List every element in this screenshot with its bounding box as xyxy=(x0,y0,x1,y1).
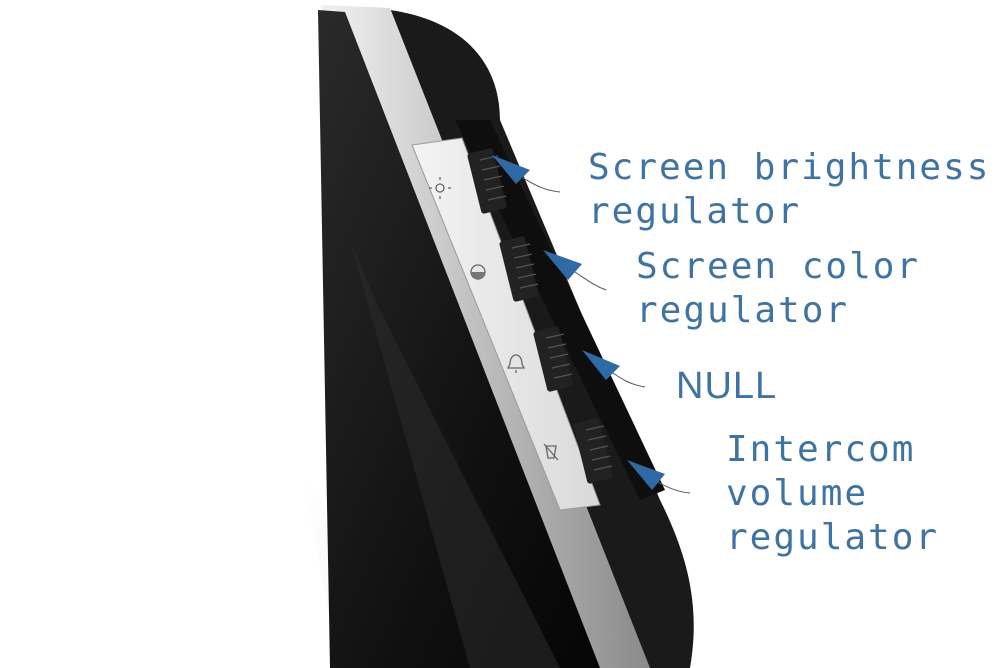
icon-panel xyxy=(411,137,601,511)
callout-color-line2: regulator xyxy=(636,290,850,331)
leader-brightness xyxy=(522,177,561,193)
wheel-color xyxy=(499,236,539,302)
brightness-icon xyxy=(429,177,451,199)
screen-reflection xyxy=(350,240,560,668)
callout-null-line1: NULL xyxy=(676,365,778,407)
callout-volume-line3: regulator xyxy=(726,517,940,558)
arrow-null xyxy=(582,350,620,380)
control-rail xyxy=(455,120,665,500)
volume-icon xyxy=(543,443,559,461)
bell-icon xyxy=(506,354,526,373)
wheel-null xyxy=(533,326,573,392)
leader-null xyxy=(612,372,646,388)
callout-color-line1: Screen color xyxy=(636,246,921,287)
callout-intercom-volume: Intercom volume regulator xyxy=(726,428,939,560)
callout-arrows xyxy=(492,155,691,494)
callout-brightness-line1: Screen brightness xyxy=(588,147,991,188)
callout-volume-line1: Intercom xyxy=(726,429,916,470)
arrow-color xyxy=(543,250,582,280)
wheel-volume xyxy=(573,418,613,484)
thumb-wheels xyxy=(467,148,613,484)
callout-volume-line2: volume xyxy=(726,473,869,514)
arrow-volume xyxy=(627,460,665,490)
color-icon xyxy=(470,264,486,280)
wheel-brightness xyxy=(467,148,507,214)
screen-glass xyxy=(318,10,600,668)
arrow-brightness xyxy=(492,155,530,184)
callout-brightness-line2: regulator xyxy=(588,191,802,232)
callout-brightness: Screen brightness regulator xyxy=(588,146,990,234)
leader-color xyxy=(574,271,607,291)
callout-color: Screen color regulator xyxy=(636,245,920,333)
callout-null: NULL xyxy=(676,364,777,408)
leader-volume xyxy=(657,481,691,494)
